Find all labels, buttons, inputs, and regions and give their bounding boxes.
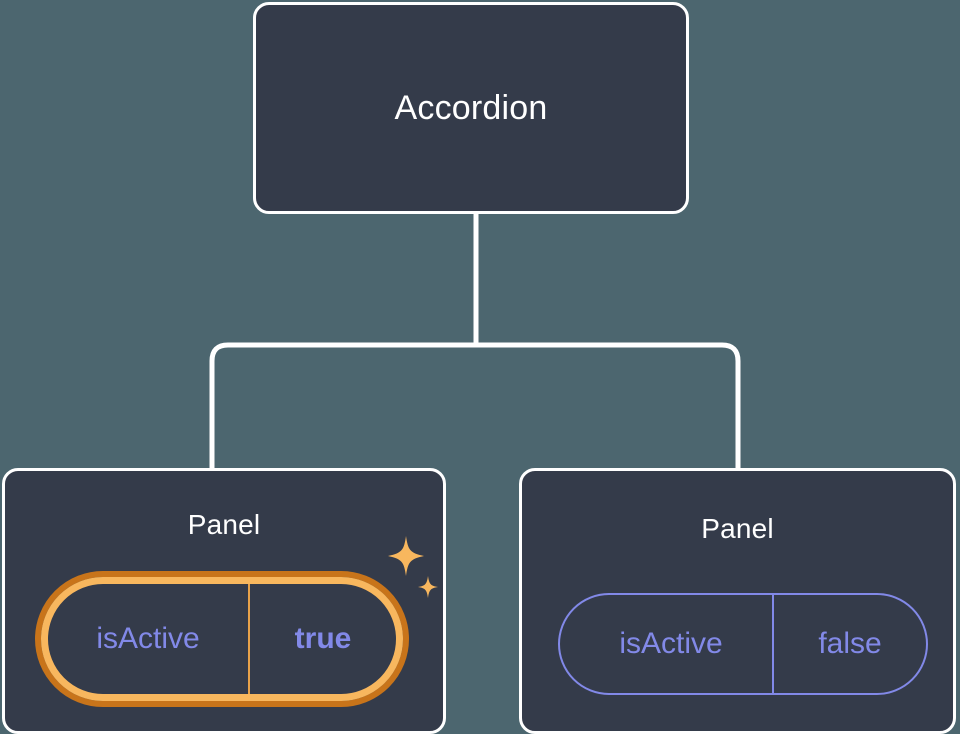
edge-branch-right	[476, 342, 741, 470]
node-panel-inactive-title: Panel	[701, 513, 774, 544]
pill-highlight-ring-inner: isActive true	[41, 577, 403, 701]
pill-highlight-ring-outer: isActive true	[35, 571, 409, 707]
node-accordion[interactable]: Accordion	[253, 2, 689, 214]
prop-key-label: isActive	[96, 622, 200, 655]
prop-value-label: false	[772, 595, 926, 693]
prop-pill-isactive-true[interactable]: isActive true	[35, 571, 409, 707]
prop-pill-isactive-false[interactable]: isActive false	[558, 593, 928, 695]
prop-key-label: isActive	[619, 627, 723, 660]
prop-value-label: true	[248, 584, 396, 694]
pill-ring: isActive false	[558, 593, 928, 695]
node-panel-inactive[interactable]: Panel isActive false	[519, 468, 956, 734]
node-panel-active[interactable]: Panel isActive true	[2, 468, 446, 734]
edge-branch-left	[209, 342, 476, 470]
node-panel-active-title: Panel	[187, 509, 261, 540]
node-accordion-title: Accordion	[394, 88, 548, 127]
